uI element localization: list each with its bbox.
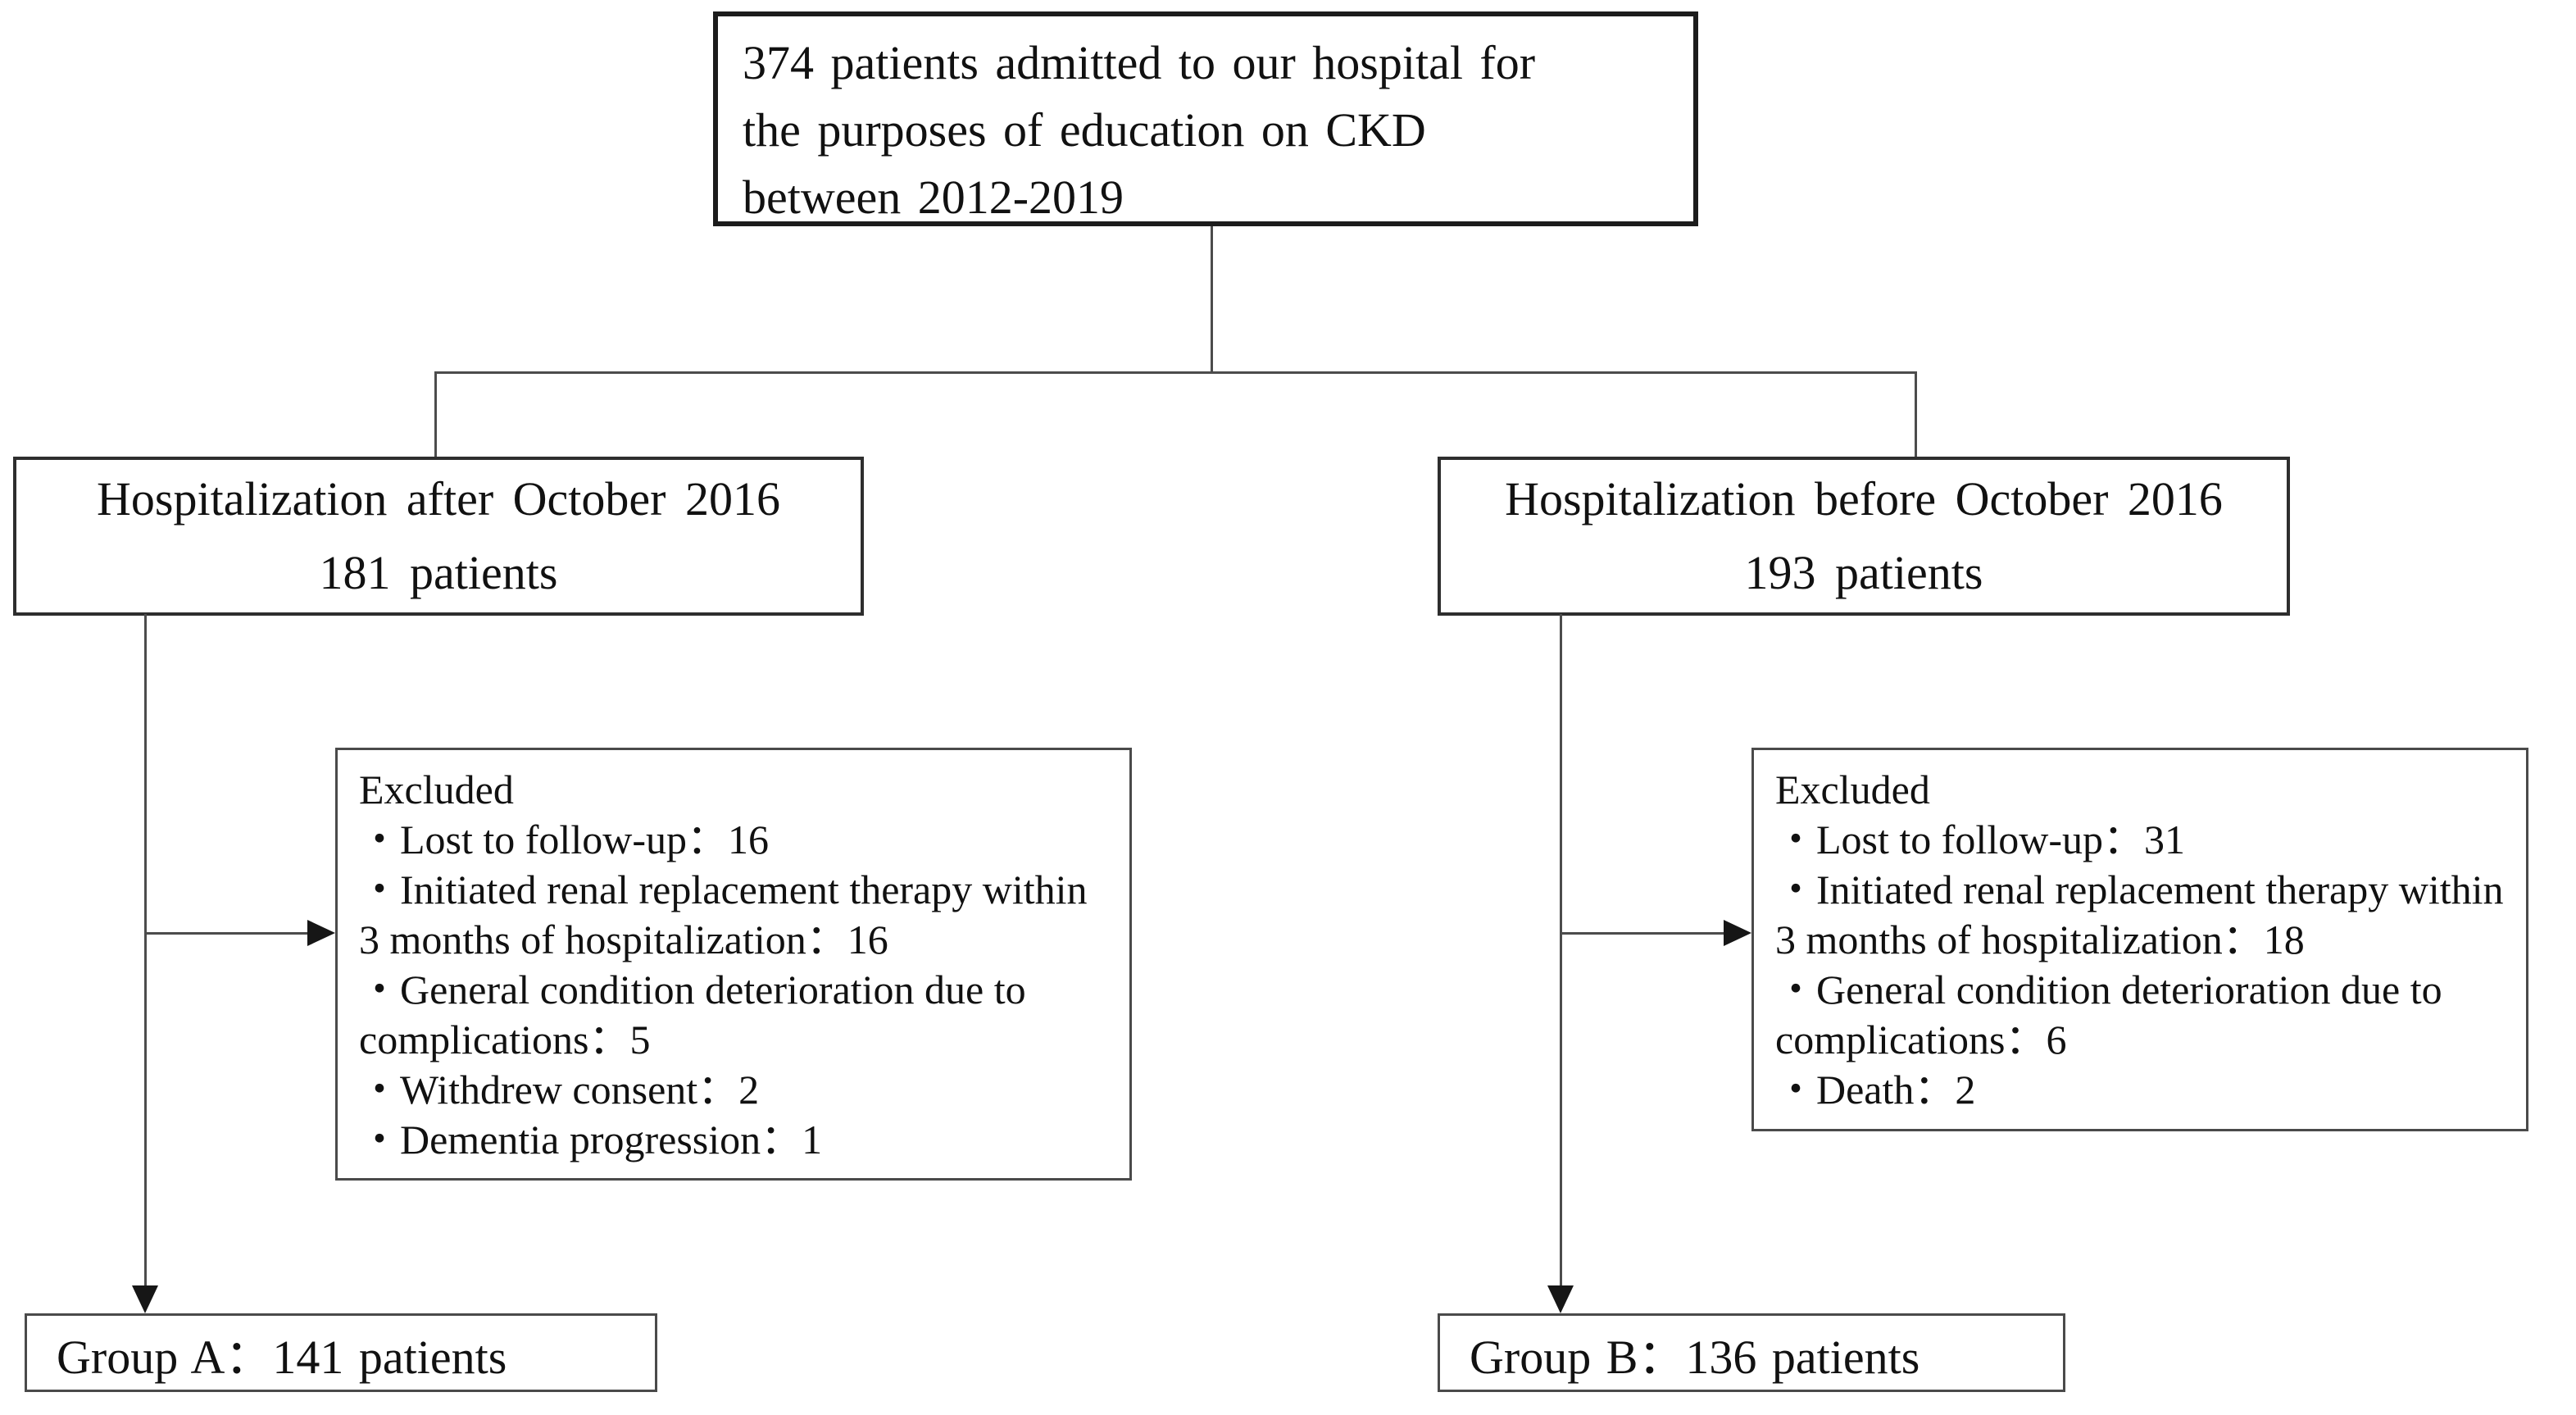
connector-right-drop-line (1915, 371, 1917, 458)
excluded-before-item: complications：6 (1775, 1017, 2067, 1062)
excluded-after-item: 3 months of hospitalization：16 (359, 917, 888, 962)
excluded-after-item: ・Withdrew consent：2 (359, 1067, 760, 1112)
group-a-box: Group A：141 patients (25, 1313, 657, 1392)
connector-right-excluded-arrow-line (1561, 932, 1724, 935)
connector-horizontal-split-line (434, 371, 1917, 374)
excluded-before-box: Excluded ・Lost to follow-up：31 ・Initiate… (1751, 748, 2528, 1131)
connector-left-drop-line (434, 371, 437, 458)
study-population-line: 374 patients admitted to our hospital fo… (743, 36, 1536, 89)
connector-left-branch-vertical-line (144, 614, 147, 1292)
excluded-before-item: ・Death：2 (1775, 1067, 1976, 1112)
excluded-after-box: Excluded ・Lost to follow-up：16 ・Initiate… (335, 748, 1132, 1181)
branch-before-count: 193 patients (1744, 546, 1983, 599)
connector-top-vertical-line (1211, 226, 1213, 373)
branch-after-count: 181 patients (319, 546, 558, 599)
excluded-after-item: ・Lost to follow-up：16 (359, 817, 769, 862)
branch-after-title: Hospitalization after October 2016 (97, 472, 780, 526)
excluded-after-item: ・Dementia progression：1 (359, 1117, 823, 1162)
excluded-after-item: complications：5 (359, 1017, 651, 1062)
branch-after-2016-box: Hospitalization after October 2016 181 p… (13, 457, 864, 616)
excluded-before-title: Excluded (1775, 767, 1930, 812)
excluded-after-item: ・General condition deterioration due to (359, 967, 1026, 1012)
excluded-before-item: ・Lost to follow-up：31 (1775, 817, 2185, 862)
excluded-before-item: 3 months of hospitalization：18 (1775, 917, 2305, 962)
group-b-box: Group B：136 patients (1438, 1313, 2065, 1392)
branch-before-title: Hospitalization before October 2016 (1505, 472, 2223, 526)
study-population-line: the purposes of education on CKD (743, 103, 1426, 157)
excluded-after-item: ・Initiated renal replacement therapy wit… (359, 867, 1088, 912)
study-population-line: between 2012-2019 (743, 171, 1124, 224)
branch-before-2016-box: Hospitalization before October 2016 193 … (1438, 457, 2290, 616)
study-population-box: 374 patients admitted to our hospital fo… (713, 11, 1698, 226)
group-a-label: Group A：141 patients (57, 1331, 507, 1384)
group-b-label: Group B：136 patients (1470, 1331, 1920, 1384)
excluded-before-item: ・General condition deterioration due to (1775, 967, 2442, 1012)
group-a-arrowhead-icon (132, 1285, 158, 1313)
group-b-arrowhead-icon (1547, 1285, 1574, 1313)
connector-left-excluded-arrow-line (145, 932, 309, 935)
left-excluded-arrowhead-icon (307, 920, 335, 946)
excluded-before-item: ・Initiated renal replacement therapy wit… (1775, 867, 2504, 912)
connector-right-branch-vertical-line (1560, 614, 1562, 1292)
excluded-after-title: Excluded (359, 767, 514, 812)
right-excluded-arrowhead-icon (1724, 920, 1751, 946)
